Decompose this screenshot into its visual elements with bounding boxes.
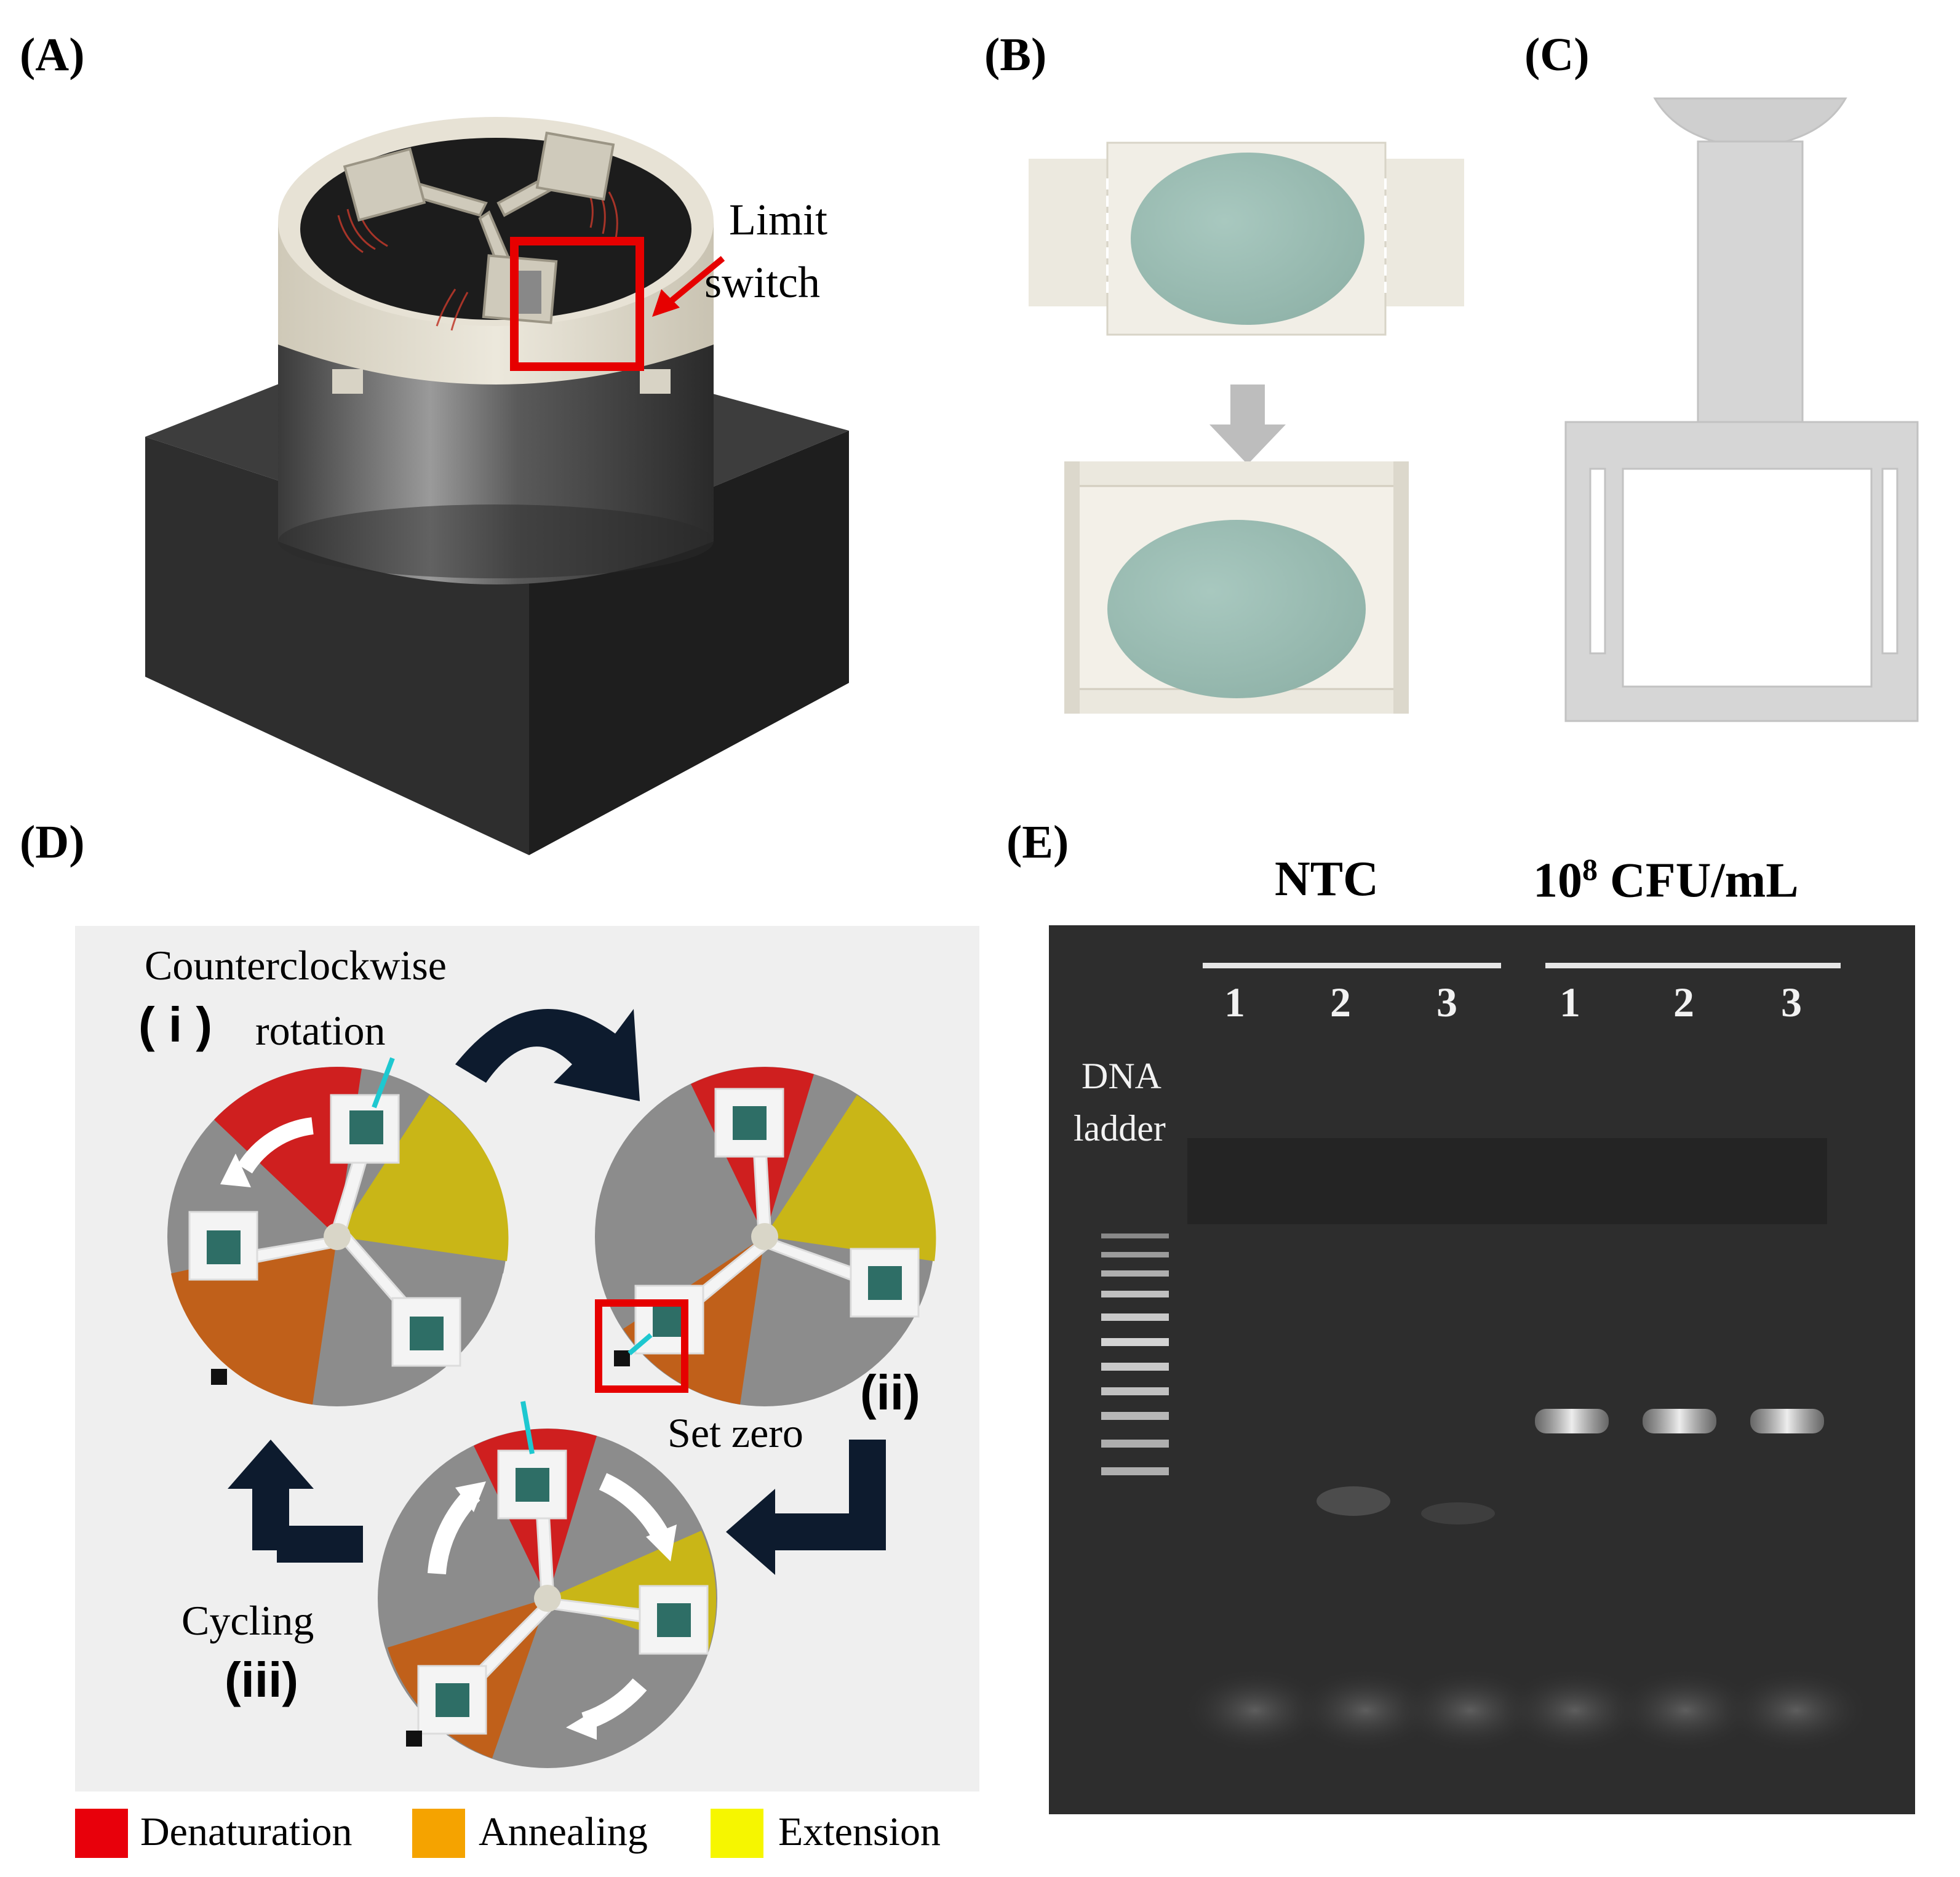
- lane-label-ntc-3: 3: [1436, 979, 1457, 1026]
- ladder-label-line1: DNA: [1082, 1056, 1161, 1096]
- step1-text-line1: Counterclockwise: [145, 942, 447, 989]
- panel-a-label: (A): [20, 29, 85, 81]
- panel-d-diagram: [75, 926, 979, 1791]
- legend-swatch-denaturation: [75, 1809, 128, 1858]
- panel-e-label: (E): [1006, 816, 1069, 868]
- panel-a-device: [145, 117, 849, 855]
- panel-b-holder: [1029, 141, 1464, 714]
- gel-group-positive: 108 CFU/mL: [1533, 852, 1799, 908]
- step2-number: (ii): [860, 1365, 920, 1420]
- gel-group-ntc: NTC: [1275, 852, 1379, 906]
- step3-text: Cycling: [181, 1597, 314, 1644]
- step1-number: ( i ): [138, 997, 212, 1052]
- limit-switch-label-line1: Limit: [729, 195, 827, 244]
- step2-text: Set zero: [667, 1409, 803, 1456]
- legend-label-annealing: Annealing: [479, 1809, 648, 1854]
- ladder-label-line2: ladder: [1074, 1108, 1166, 1149]
- lane-label-pos-3: 3: [1781, 979, 1802, 1026]
- lane-label-pos-1: 1: [1560, 979, 1580, 1026]
- panel-d-label: (D): [20, 816, 85, 868]
- legend-swatch-annealing: [412, 1809, 465, 1858]
- limit-switch-label-line2: switch: [704, 258, 820, 307]
- lane-label-ntc-2: 2: [1330, 979, 1351, 1026]
- panel-b-label: (B): [984, 29, 1047, 81]
- step1-text-line2: rotation: [255, 1007, 386, 1054]
- lane-label-ntc-1: 1: [1224, 979, 1245, 1026]
- panel-e-gel: [1049, 925, 1915, 1814]
- lane-label-pos-2: 2: [1673, 979, 1694, 1026]
- legend-swatch-extension: [711, 1809, 763, 1858]
- legend-label-denaturation: Denaturation: [140, 1809, 353, 1854]
- panel-c-label: (C): [1524, 29, 1590, 81]
- panel-c-clip: [1564, 97, 1919, 722]
- step3-number: (iii): [225, 1652, 298, 1707]
- legend-label-extension: Extension: [778, 1809, 941, 1854]
